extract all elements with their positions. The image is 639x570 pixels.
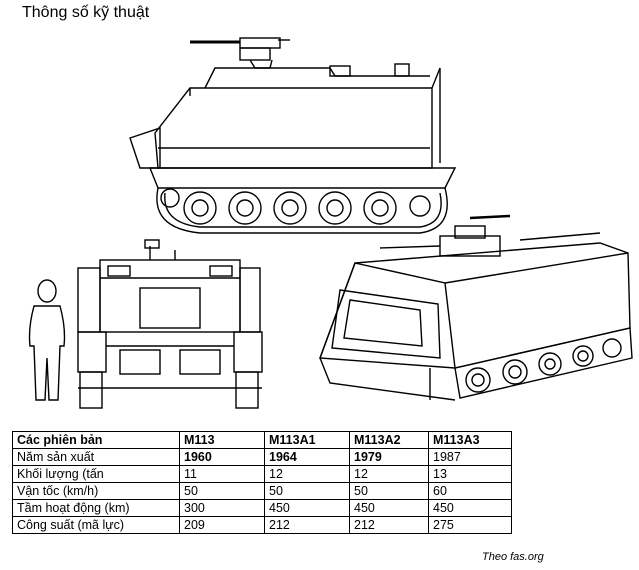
table-cell: 450	[264, 499, 350, 517]
table-cell: 12	[264, 465, 350, 483]
row-label-cell: Năm sản xuất	[12, 448, 180, 466]
table-cell: 450	[428, 499, 512, 517]
table-cell: 60	[428, 482, 512, 500]
table-cell: 1964	[264, 448, 350, 466]
table-cell: 1960	[179, 448, 265, 466]
table-cell: 50	[349, 482, 429, 500]
table-header-cell: M113	[179, 431, 265, 449]
table-cell: 275	[428, 516, 512, 534]
table-header-cell: M113A3	[428, 431, 512, 449]
perspective-view-drawing	[319, 214, 633, 401]
table-cell: 50	[179, 482, 265, 500]
table-cell: 12	[349, 465, 429, 483]
table-cell: 1979	[349, 448, 429, 466]
table-cell: 13	[428, 465, 512, 483]
table-cell: 212	[264, 516, 350, 534]
source-credit: Theo fas.org	[482, 551, 544, 563]
side-view-drawing	[129, 37, 457, 234]
table-cell: 1987	[428, 448, 512, 466]
table-header-cell: M113A1	[264, 431, 350, 449]
row-label-cell: Tầm hoạt động (km)	[12, 499, 180, 517]
m113-technical-drawing	[28, 37, 633, 409]
table-cell: 212	[349, 516, 429, 534]
table-cell: 300	[179, 499, 265, 517]
row-label-cell: Khối lượng (tấn	[12, 465, 180, 483]
table-cell: 11	[179, 465, 265, 483]
row-label-cell: Công suất (mã lực)	[12, 516, 180, 534]
table-cell: 209	[179, 516, 265, 534]
table-header-cell: M113A2	[349, 431, 429, 449]
page-title: Thông số kỹ thuật	[22, 4, 150, 21]
table-cell: 50	[264, 482, 350, 500]
human-silhouette	[28, 279, 66, 401]
table-cell: 450	[349, 499, 429, 517]
table-header-cell: Các phiên bản	[12, 431, 180, 449]
front-view-drawing	[77, 239, 263, 409]
row-label-cell: Vận tốc (km/h)	[12, 482, 180, 500]
